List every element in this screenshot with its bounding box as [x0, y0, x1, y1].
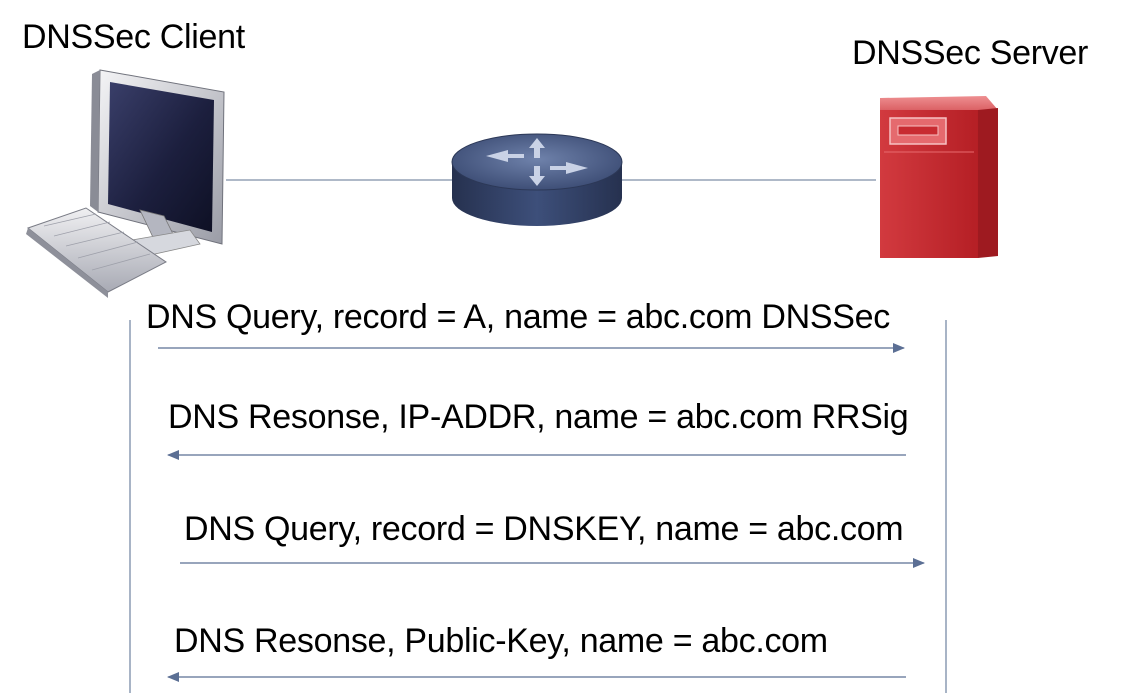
message-label-2: DNS Resonse, IP-ADDR, name = abc.com RRS…	[168, 398, 909, 436]
message-label-3: DNS Query, record = DNSKEY, name = abc.c…	[184, 510, 904, 548]
message-label-4: DNS Resonse, Public-Key, name = abc.com	[174, 622, 828, 660]
server-label: DNSSec Server	[852, 34, 1089, 72]
message-label-1: DNS Query, record = A, name = abc.com DN…	[146, 298, 890, 336]
client-label: DNSSec Client	[22, 18, 245, 56]
